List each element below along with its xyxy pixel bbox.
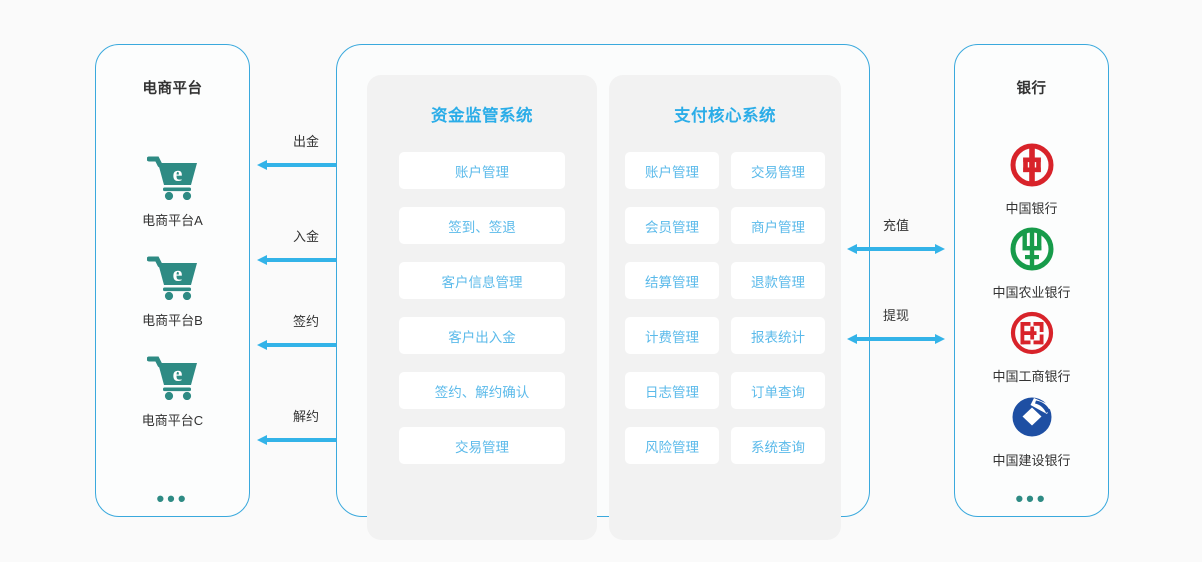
module-card[interactable]: 风险管理: [625, 427, 719, 464]
module-card[interactable]: 系统查询: [731, 427, 825, 464]
module-card[interactable]: 商户管理: [731, 207, 825, 244]
banks-more-dots: •••: [1015, 486, 1048, 511]
platform-container: 资金监管系统 账户管理 签到、签退 客户信息管理 客户出入金 签约、解约确认 交…: [336, 44, 870, 540]
subsystem-payment-core: 支付核心系统 账户管理 交易管理 会员管理 商户管理 结算管理 退款管理 计费管…: [609, 75, 841, 540]
module-card[interactable]: 退款管理: [731, 262, 825, 299]
bidirectional-arrow-icon: [847, 334, 945, 344]
ecommerce-item-c[interactable]: e 电商平台C: [96, 351, 249, 429]
module-card[interactable]: 签到、签退: [399, 207, 565, 244]
ecommerce-item-b[interactable]: e 电商平台B: [96, 251, 249, 329]
banks-panel-title: 银行: [1016, 81, 1047, 97]
icbc-logo: [955, 307, 1108, 359]
ecommerce-more-dots: •••: [156, 486, 189, 511]
module-card[interactable]: 签约、解约确认: [399, 372, 565, 409]
ccb-logo: [955, 391, 1108, 443]
module-card[interactable]: 交易管理: [399, 427, 565, 464]
agricultural-bank-of-china-logo: [955, 223, 1108, 275]
module-card-list: 账户管理 签到、签退 客户信息管理 客户出入金 签约、解约确认 交易管理: [367, 152, 597, 464]
module-card[interactable]: 会员管理: [625, 207, 719, 244]
ecommerce-panel-title: 电商平台: [142, 81, 203, 97]
module-card[interactable]: 日志管理: [625, 372, 719, 409]
module-card[interactable]: 账户管理: [399, 152, 565, 189]
flow-label: 解约: [292, 409, 319, 424]
subsystem-title: 资金监管系统: [431, 107, 533, 125]
module-card[interactable]: 账户管理: [625, 152, 719, 189]
flow-label: 入金: [292, 229, 319, 244]
ecommerce-item-label: 电商平台C: [141, 413, 204, 428]
banks-panel: 银行 中国银行: [954, 44, 1109, 517]
flow-chongzhi: 充值: [846, 215, 946, 258]
module-card[interactable]: 计费管理: [625, 317, 719, 354]
ecommerce-panel: 电商平台 e 电商平台A: [95, 44, 250, 517]
svg-text:e: e: [172, 361, 182, 386]
shopping-cart-e-icon: e: [96, 251, 249, 303]
flow-label: 签约: [292, 314, 319, 329]
bidirectional-arrow-icon: [847, 244, 945, 254]
bank-of-china-logo: [955, 139, 1108, 191]
bank-item-ccb[interactable]: 中国建设银行: [955, 391, 1108, 469]
ecommerce-item-a[interactable]: e 电商平台A: [96, 151, 249, 229]
shopping-cart-e-icon: e: [96, 151, 249, 203]
module-card[interactable]: 结算管理: [625, 262, 719, 299]
module-card[interactable]: 客户出入金: [399, 317, 565, 354]
ecommerce-item-label: 电商平台B: [142, 313, 203, 328]
module-card-grid: 账户管理 交易管理 会员管理 商户管理 结算管理 退款管理 计费管理 报表统计 …: [609, 152, 841, 464]
flow-label: 提现: [882, 308, 909, 323]
module-card[interactable]: 客户信息管理: [399, 262, 565, 299]
bank-item-label: 中国工商银行: [992, 369, 1071, 384]
flow-label: 出金: [292, 134, 319, 149]
module-card[interactable]: 报表统计: [731, 317, 825, 354]
flow-tixian: 提现: [846, 305, 946, 348]
svg-text:e: e: [172, 261, 182, 286]
bank-item-label: 中国银行: [1005, 201, 1058, 216]
bank-item-label: 中国农业银行: [992, 285, 1071, 300]
ecommerce-item-label: 电商平台A: [142, 213, 203, 228]
svg-text:e: e: [172, 161, 182, 186]
bank-item-boc[interactable]: 中国银行: [955, 139, 1108, 217]
module-card[interactable]: 交易管理: [731, 152, 825, 189]
flow-rujin: 入金: [256, 226, 356, 269]
shopping-cart-e-icon: e: [96, 351, 249, 403]
bank-item-abc[interactable]: 中国农业银行: [955, 223, 1108, 301]
bank-item-label: 中国建设银行: [992, 453, 1071, 468]
flow-label: 充值: [882, 218, 909, 233]
subsystem-title: 支付核心系统: [674, 107, 776, 125]
bank-item-icbc[interactable]: 中国工商银行: [955, 307, 1108, 385]
subsystem-fund-supervision: 资金监管系统 账户管理 签到、签退 客户信息管理 客户出入金 签约、解约确认 交…: [367, 75, 597, 540]
module-card[interactable]: 订单查询: [731, 372, 825, 409]
